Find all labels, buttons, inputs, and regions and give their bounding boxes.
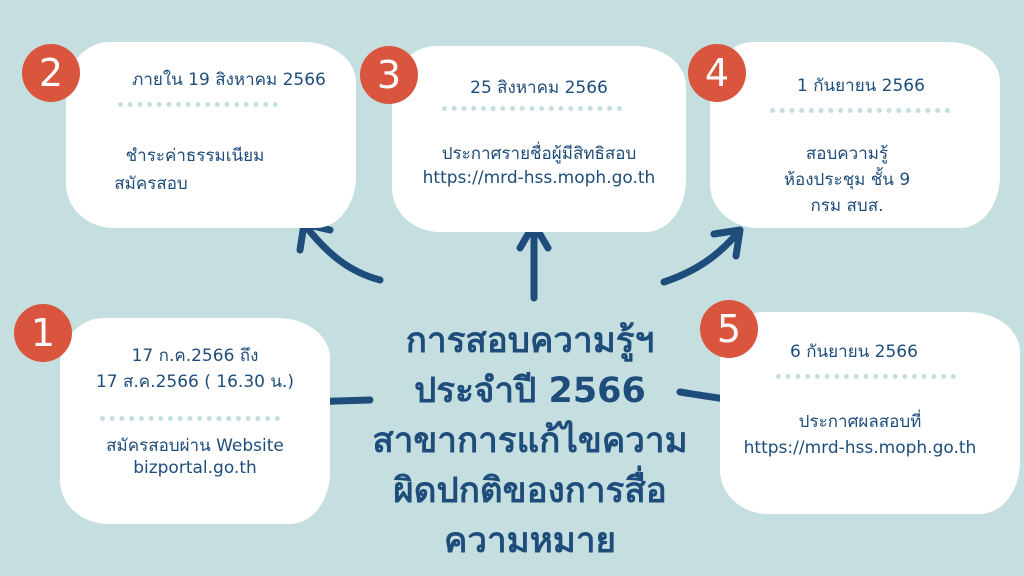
step-1-date-line-2: 17 ส.ค.2566 ( 16.30 น.)	[95, 372, 295, 392]
step-1-date-line-1: 17 ก.ค.2566 ถึง	[131, 346, 259, 366]
step-4-badge: 4	[688, 44, 746, 102]
step-3-date: 25 สิงหาคม 2566	[470, 78, 608, 98]
center-title-line-5: ความหมาย	[443, 521, 617, 561]
step-5-detail-line-1: ประกาศผลสอบที่	[798, 412, 922, 432]
step-4-detail-line-2: ห้องประชุม ชั้น 9	[783, 170, 911, 190]
step-4-date: 1 กันยายน 2566	[797, 76, 925, 96]
arrow-to-step-4	[660, 226, 744, 286]
step-1-card: 17 ก.ค.2566 ถึง 17 ส.ค.2566 ( 16.30 น.) …	[60, 318, 330, 524]
step-3-divider	[442, 106, 622, 111]
center-title-line-1: การสอบความรู้ฯ	[405, 321, 655, 361]
step-1-divider	[100, 416, 280, 421]
step-5-card: 6 กันยายน 2566 ประกาศผลสอบที่ https://mr…	[720, 312, 1020, 514]
step-5-badge: 5	[700, 300, 758, 358]
step-5-date: 6 กันยายน 2566	[790, 342, 918, 362]
step-4-detail-line-1: สอบความรู้	[805, 144, 889, 164]
step-2-detail-line-1: ชำระค่าธรรมเนียม	[125, 146, 265, 166]
center-title: การสอบความรู้ฯ ประจำปี 2566 สาขาการแก้ไข…	[330, 316, 730, 566]
step-2-badge: 2	[22, 44, 80, 102]
step-3-card: 25 สิงหาคม 2566 ประกาศรายชื่อผู้มีสิทธิส…	[392, 46, 686, 232]
step-5-detail-line-2: https://mrd-hss.moph.go.th	[743, 438, 977, 458]
step-4-divider	[770, 108, 950, 113]
center-title-line-3: สาขาการแก้ไขความ	[372, 421, 688, 461]
center-title-line-2: ประจำปี 2566	[414, 371, 646, 411]
step-2-divider	[118, 102, 278, 107]
step-1-detail-line-1: สมัครสอบผ่าน Website	[106, 436, 284, 456]
arrow-to-step-3	[516, 220, 552, 302]
step-1-detail-line-2: bizportal.go.th	[133, 458, 257, 478]
step-3-detail-line-2: https://mrd-hss.moph.go.th	[422, 168, 656, 188]
step-2-date: ภายใน 19 สิงหาคม 2566	[132, 70, 326, 90]
step-2-detail-line-2: สมัครสอบ	[114, 174, 188, 194]
step-1-badge: 1	[14, 304, 72, 362]
center-title-line-4: ผิดปกติของการสื่อ	[393, 471, 667, 511]
step-4-card: 1 กันยายน 2566 สอบความรู้ ห้องประชุม ชั้…	[710, 42, 1000, 228]
arrow-to-step-2	[296, 220, 384, 284]
step-4-detail-line-3: กรม สบส.	[810, 196, 884, 216]
step-3-detail-line-1: ประกาศรายชื่อผู้มีสิทธิสอบ	[441, 144, 637, 164]
step-2-card: ภายใน 19 สิงหาคม 2566 ชำระค่าธรรมเนียม ส…	[66, 42, 356, 228]
step-3-badge: 3	[360, 46, 418, 104]
step-5-divider	[776, 374, 956, 379]
